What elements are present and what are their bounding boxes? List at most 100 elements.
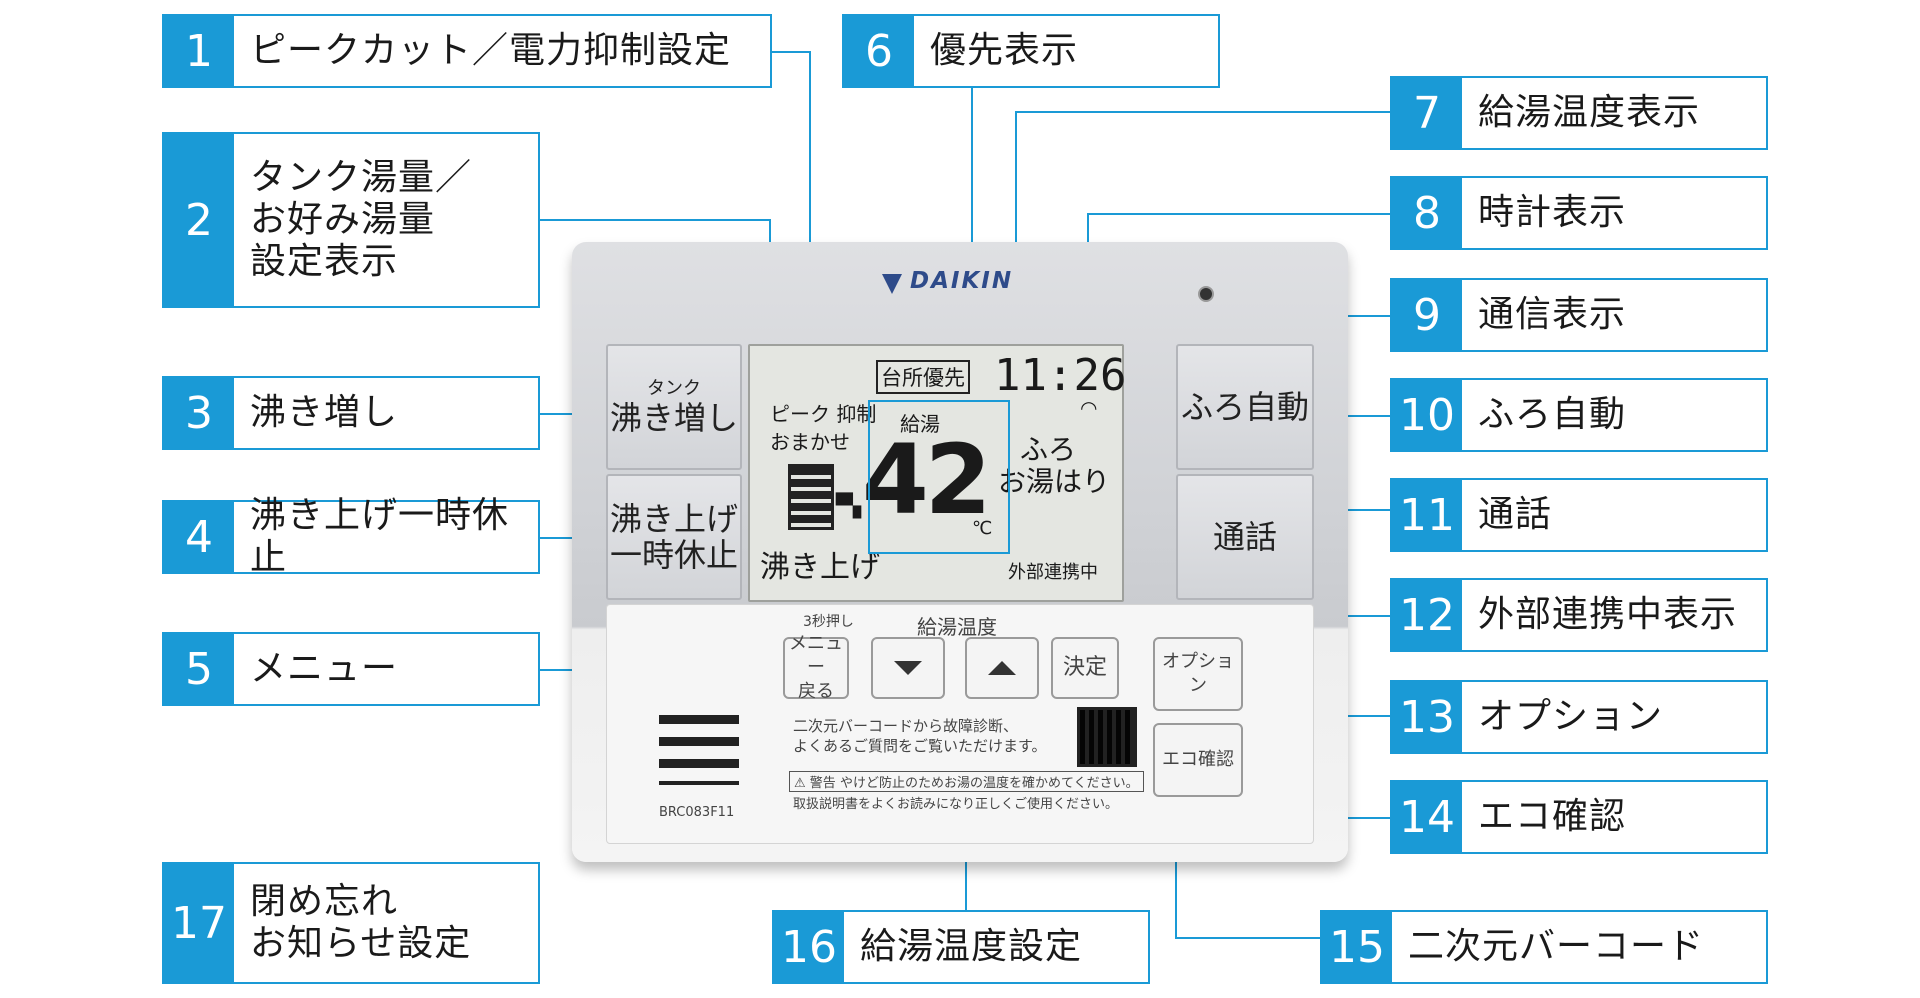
boiling-indicator: 沸き上げ (760, 542, 880, 586)
callout-label: 沸き上げ一時休止 (234, 502, 538, 572)
temp-up-button[interactable] (965, 637, 1039, 699)
tank-level-icon (788, 464, 834, 530)
reboil-small-label: タンク (647, 378, 701, 400)
arrow-up-icon (988, 661, 1016, 675)
clock-display: 11:26 (994, 350, 1126, 401)
callout-label: 時計表示 (1462, 178, 1626, 248)
sensor-icon (1198, 286, 1214, 302)
callout-label: 沸き増し (234, 378, 398, 448)
callout-number: 14 (1392, 782, 1462, 852)
callout-number: 10 (1392, 380, 1462, 450)
callout-16: 16 給湯温度設定 (772, 910, 1150, 984)
model-number: BRC083F11 (659, 805, 734, 820)
confirm-button[interactable]: 決定 (1051, 637, 1119, 699)
warning-tag: 警告 (810, 776, 836, 791)
warning-box: ⚠ 警告 やけど防止のためお湯の温度を確かめてください。 (789, 771, 1144, 792)
bath-auto-button[interactable]: ふろ自動 (1176, 344, 1314, 470)
temp-group-label: 給湯温度 (917, 611, 997, 640)
callout-number: 13 (1392, 682, 1462, 752)
callout-5: 5 メニュー (162, 632, 540, 706)
callout-label: 外部連携中表示 (1462, 580, 1737, 650)
option-button[interactable]: オプション (1153, 637, 1243, 711)
callout-2: 2 タンク湯量／ お好み湯量 設定表示 (162, 132, 540, 308)
callout-number: 11 (1392, 480, 1462, 550)
option-label: オプション (1155, 650, 1241, 698)
remote-controller: DAIKIN タンク 沸き増し 沸き上げ 一時休止 ふろ自動 通話 台所優先 1… (572, 242, 1348, 862)
arrow-down-icon (894, 661, 922, 675)
callout-number: 2 (164, 134, 234, 306)
callout-6: 6 優先表示 (842, 14, 1220, 88)
bath-auto-label: ふろ自動 (1181, 389, 1309, 425)
callout-number: 12 (1392, 580, 1462, 650)
callout-number: 4 (164, 502, 234, 572)
talk-label: 通話 (1213, 519, 1277, 555)
callout-number: 7 (1392, 78, 1462, 148)
callout-number: 6 (844, 16, 914, 86)
menu-back-button[interactable]: メニュー 戻る (783, 637, 849, 699)
external-link-indicator: 外部連携中 (1008, 558, 1098, 584)
lcd-display: 台所優先 11:26 ◠ ピーク 抑制 おまかせ 給湯 42 ℃ ふろ お湯はり… (748, 344, 1124, 602)
bath-status-line2: お湯はり (998, 460, 1110, 500)
faucet-icon: ▀▖ (836, 494, 870, 519)
callout-number: 5 (164, 634, 234, 704)
callout-label: 通信表示 (1462, 280, 1626, 350)
callout-number: 3 (164, 378, 234, 448)
priority-indicator: 台所優先 (876, 360, 970, 394)
callout-8: 8 時計表示 (1390, 176, 1768, 250)
callout-number: 16 (774, 912, 844, 982)
warning-icon: ⚠ (794, 776, 806, 791)
pause-boiling-button[interactable]: 沸き上げ 一時休止 (606, 474, 742, 600)
temperature-frame (868, 400, 1010, 554)
callout-label: 給湯温度設定 (844, 912, 1082, 982)
callout-14: 14 エコ確認 (1390, 780, 1768, 854)
callout-4: 4 沸き上げ一時休止 (162, 500, 540, 574)
callout-17: 17 閉め忘れ お知らせ設定 (162, 862, 540, 984)
speaker-grille-icon (659, 715, 739, 785)
callout-3: 3 沸き増し (162, 376, 540, 450)
brand-logo: DAIKIN (910, 268, 1013, 294)
manual-notice: 取扱説明書をよくお読みになり正しくご使用ください。 (793, 793, 1118, 812)
callout-label: 二次元バーコード (1392, 912, 1704, 982)
callout-label: 閉め忘れ お知らせ設定 (234, 864, 471, 982)
callout-label: エコ確認 (1462, 782, 1626, 852)
pause-label-line2: 一時休止 (610, 537, 738, 573)
callout-number: 17 (164, 864, 234, 982)
omakase-indicator: おまかせ (770, 426, 850, 455)
callout-label: タンク湯量／ お好み湯量 設定表示 (234, 134, 472, 306)
confirm-label: 決定 (1063, 656, 1107, 680)
callout-label: 通話 (1462, 480, 1552, 550)
callout-12: 12 外部連携中表示 (1390, 578, 1768, 652)
qr-code-icon (1077, 707, 1137, 767)
callout-label: ピークカット／電力抑制設定 (234, 16, 731, 86)
signal-icon: ◠ (1080, 396, 1097, 420)
warning-text: やけど防止のためお湯の温度を確かめてください。 (840, 776, 1139, 791)
temp-down-button[interactable] (871, 637, 945, 699)
callout-1: 1 ピークカット／電力抑制設定 (162, 14, 772, 88)
talk-button[interactable]: 通話 (1176, 474, 1314, 600)
callout-number: 9 (1392, 280, 1462, 350)
callout-number: 8 (1392, 178, 1462, 248)
callout-label: ふろ自動 (1462, 380, 1626, 450)
qr-caption-line2: よくあるご質問をご覧いただけます。 (793, 735, 1047, 756)
back-label: 戻る (798, 680, 834, 704)
qr-caption-line1: 二次元バーコードから故障診断、 (793, 715, 1018, 736)
menu-label: メニュー (785, 632, 847, 680)
daikin-logo-icon (882, 274, 902, 294)
callout-number: 1 (164, 16, 234, 86)
callout-10: 10 ふろ自動 (1390, 378, 1768, 452)
lock-hint: 3秒押し (803, 611, 854, 631)
lower-panel: 3秒押し 給湯温度 メニュー 戻る 決定 オプション エコ確認 二次元バーコード… (606, 604, 1314, 844)
callout-13: 13 オプション (1390, 680, 1768, 754)
callout-label: メニュー (234, 634, 398, 704)
callout-9: 9 通信表示 (1390, 278, 1768, 352)
pause-label-line1: 沸き上げ (610, 501, 738, 537)
callout-label: 給湯温度表示 (1462, 78, 1700, 148)
eco-check-button[interactable]: エコ確認 (1153, 723, 1243, 797)
callout-label: オプション (1462, 682, 1663, 752)
callout-7: 7 給湯温度表示 (1390, 76, 1768, 150)
eco-label: エコ確認 (1162, 748, 1234, 772)
reboil-label: 沸き増し (610, 400, 738, 436)
callout-label: 優先表示 (914, 16, 1078, 86)
peak-indicator: ピーク 抑制 (770, 398, 876, 427)
reboil-button[interactable]: タンク 沸き増し (606, 344, 742, 470)
